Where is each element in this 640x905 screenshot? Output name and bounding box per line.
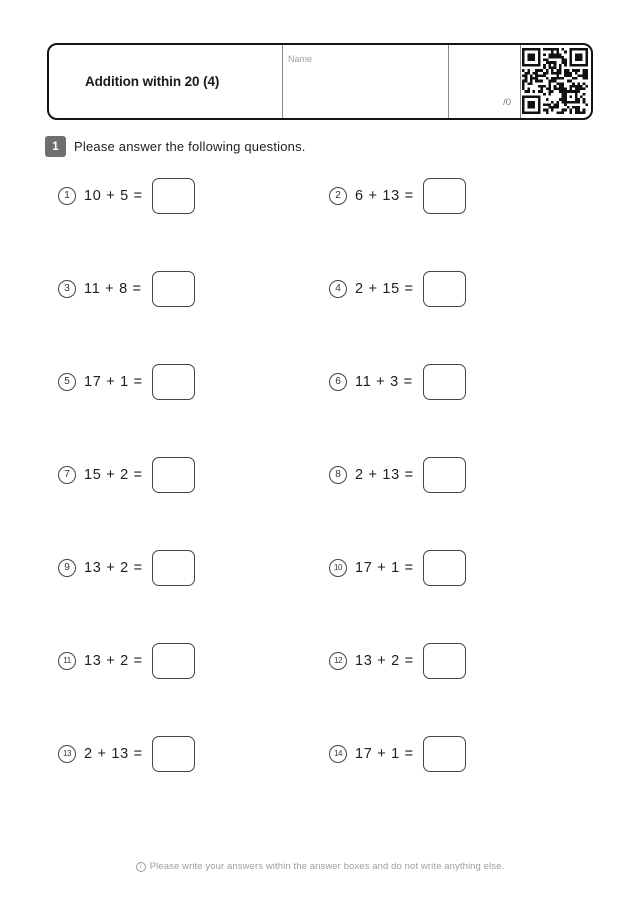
header-divider [282, 45, 283, 118]
answer-box[interactable] [152, 549, 195, 586]
section-badge: 1 [45, 136, 66, 157]
equation-text: 15 + 2 = [84, 466, 143, 483]
problem-cell: 3 11 + 8 = [58, 242, 329, 335]
equation-text: 13 + 2 = [84, 559, 143, 576]
answer-box[interactable] [423, 549, 466, 586]
section-instruction: Please answer the following questions. [74, 139, 306, 154]
worksheet-title: Addition within 20 (4) [85, 74, 220, 89]
question-number-circle: 9 [58, 558, 76, 577]
question-number-circle: 12 [329, 651, 347, 670]
equation-text: 17 + 1 = [84, 373, 143, 390]
equation-text: 2 + 15 = [355, 280, 414, 297]
qr-code [522, 48, 588, 114]
equation-text: 2 + 13 = [355, 466, 414, 483]
question-number-circle: 2 [329, 186, 347, 205]
answer-box[interactable] [152, 363, 195, 400]
problem-cell: 14 17 + 1 = [329, 707, 600, 800]
score-label: /0 [503, 97, 511, 108]
problems-grid: 1 10 + 5 = 2 6 + 13 = 3 11 + 8 = 4 2 + 1… [58, 149, 600, 800]
answer-box[interactable] [152, 177, 195, 214]
question-number-circle: 5 [58, 372, 76, 391]
answer-box[interactable] [152, 735, 195, 772]
problem-cell: 6 11 + 3 = [329, 335, 600, 428]
equation-text: 6 + 13 = [355, 187, 414, 204]
question-number-circle: 1 [58, 186, 76, 205]
problem-cell: 12 13 + 2 = [329, 614, 600, 707]
question-number-circle: 6 [329, 372, 347, 391]
problem-cell: 8 2 + 13 = [329, 428, 600, 521]
equation-text: 11 + 8 = [84, 280, 142, 297]
equation-text: 10 + 5 = [84, 187, 143, 204]
header-box: Addition within 20 (4) Name /0 [47, 43, 593, 120]
section-header: 1 Please answer the following questions. [45, 136, 306, 157]
problem-cell: 9 13 + 2 = [58, 521, 329, 614]
question-number-circle: 8 [329, 465, 347, 484]
answer-box[interactable] [423, 177, 466, 214]
answer-box[interactable] [152, 456, 195, 493]
question-number-circle: 3 [58, 279, 76, 298]
problem-cell: 4 2 + 15 = [329, 242, 600, 335]
equation-text: 17 + 1 = [355, 745, 414, 762]
equation-text: 11 + 3 = [355, 373, 413, 390]
problem-cell: 13 2 + 13 = [58, 707, 329, 800]
answer-box[interactable] [152, 642, 195, 679]
answer-box[interactable] [423, 456, 466, 493]
problem-cell: 1 10 + 5 = [58, 149, 329, 242]
answer-box[interactable] [152, 270, 195, 307]
question-number-circle: 10 [329, 558, 347, 577]
question-number-circle: 13 [58, 744, 76, 763]
footer-note: i Please write your answers within the a… [0, 861, 640, 872]
question-number-circle: 4 [329, 279, 347, 298]
problem-cell: 10 17 + 1 = [329, 521, 600, 614]
answer-box[interactable] [423, 642, 466, 679]
answer-box[interactable] [423, 270, 466, 307]
question-number-circle: 7 [58, 465, 76, 484]
header-divider [448, 45, 449, 118]
problem-cell: 5 17 + 1 = [58, 335, 329, 428]
question-number-circle: 14 [329, 744, 347, 763]
equation-text: 13 + 2 = [84, 652, 143, 669]
question-number-circle: 11 [58, 651, 76, 670]
info-icon: i [135, 861, 146, 872]
header-divider [520, 45, 521, 118]
answer-box[interactable] [423, 363, 466, 400]
problem-cell: 11 13 + 2 = [58, 614, 329, 707]
equation-text: 17 + 1 = [355, 559, 414, 576]
problem-cell: 7 15 + 2 = [58, 428, 329, 521]
problem-cell: 2 6 + 13 = [329, 149, 600, 242]
answer-box[interactable] [423, 735, 466, 772]
equation-text: 2 + 13 = [84, 745, 143, 762]
footer-note-text: Please write your answers within the ans… [149, 861, 505, 872]
equation-text: 13 + 2 = [355, 652, 414, 669]
name-label: Name [288, 54, 313, 64]
